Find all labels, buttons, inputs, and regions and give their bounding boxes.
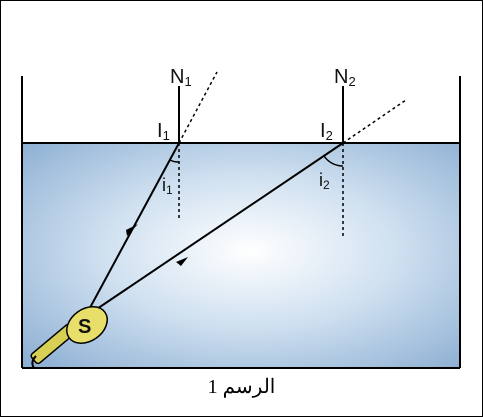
ray-2-arrow [176, 257, 188, 266]
flashlight-cord [31, 355, 37, 369]
point-1-label: I1 [157, 120, 170, 143]
refracted-ray-1-dashed [178, 71, 218, 144]
source-label: S [78, 316, 91, 338]
normal-2-label: N2 [334, 66, 356, 89]
normal-1-label: N1 [170, 66, 192, 89]
point-2-label: I2 [320, 120, 333, 143]
angle-2-label: i2 [319, 170, 330, 192]
figure-caption: الرسم 1 [207, 376, 276, 398]
ray-1-arrow [126, 224, 138, 236]
angle-arc-2 [323, 155, 344, 167]
flashlight-head [66, 306, 108, 344]
incident-ray-2 [84, 142, 344, 318]
angle-arc-1 [169, 159, 180, 163]
refracted-ray-2-dashed [342, 99, 407, 144]
light-source: S [30, 306, 108, 369]
angle-1-label: i1 [162, 175, 173, 197]
